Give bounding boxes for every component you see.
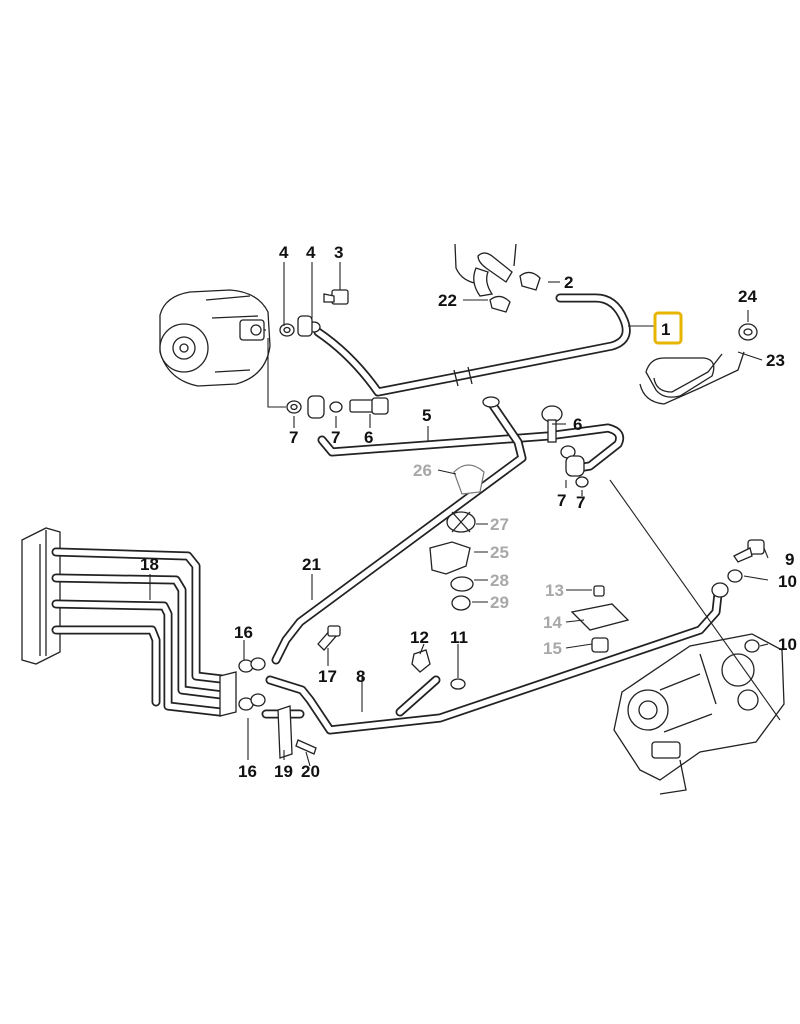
- callout-19: 19: [274, 762, 293, 781]
- callout-2: 2: [564, 273, 573, 292]
- callout-13: 13: [545, 581, 564, 600]
- callout-12: 12: [410, 628, 429, 647]
- steering-box: [613, 633, 785, 795]
- power-steering-pump: [159, 289, 271, 387]
- callout-6-right: 6: [573, 415, 582, 434]
- callout-6-left: 6: [364, 428, 373, 447]
- oil-cooler: [21, 527, 237, 717]
- callout-25: 25: [490, 543, 509, 562]
- callout-22: 22: [438, 291, 457, 310]
- callout-15: 15: [543, 639, 562, 658]
- callout-8: 8: [356, 667, 365, 686]
- highlight-box: [653, 311, 683, 345]
- leader-lines: [149, 262, 781, 767]
- callout-7-b: 7: [331, 428, 340, 447]
- callout-4-right: 4: [306, 243, 316, 262]
- callout-7-d: 7: [576, 493, 585, 512]
- callout-16-lower: 16: [238, 762, 257, 781]
- callout-26: 26: [413, 461, 432, 480]
- callout-20: 20: [301, 762, 320, 781]
- callout-4-left: 4: [279, 243, 289, 262]
- callout-18: 18: [140, 555, 159, 574]
- callout-21: 21: [302, 555, 321, 574]
- reservoir-neck: [454, 243, 517, 297]
- callout-1: 1: [661, 320, 670, 339]
- callout-10-upper: 10: [778, 572, 797, 591]
- callout-29: 29: [490, 593, 509, 612]
- callout-10-lower: 10: [778, 635, 797, 654]
- callout-23: 23: [766, 351, 785, 370]
- callout-28: 28: [490, 571, 509, 590]
- callout-14: 14: [543, 613, 562, 632]
- hardware: [238, 271, 765, 759]
- callout-7-c: 7: [557, 491, 566, 510]
- callout-17: 17: [318, 667, 337, 686]
- cooler-line: [271, 396, 527, 665]
- callout-5: 5: [422, 406, 431, 425]
- callout-3: 3: [334, 243, 343, 262]
- callout-7-a: 7: [289, 428, 298, 447]
- callouts: 1 2 3 4 4 5 6 6 7 7 7 7 8 9 10 10 11 12 …: [140, 243, 797, 781]
- callout-27: 27: [490, 515, 509, 534]
- callout-24: 24: [738, 287, 757, 306]
- callout-16-upper: 16: [234, 623, 253, 642]
- return-hose: [313, 293, 631, 397]
- callout-9: 9: [785, 550, 794, 569]
- callout-11: 11: [450, 628, 468, 647]
- pressure-line: [317, 423, 625, 473]
